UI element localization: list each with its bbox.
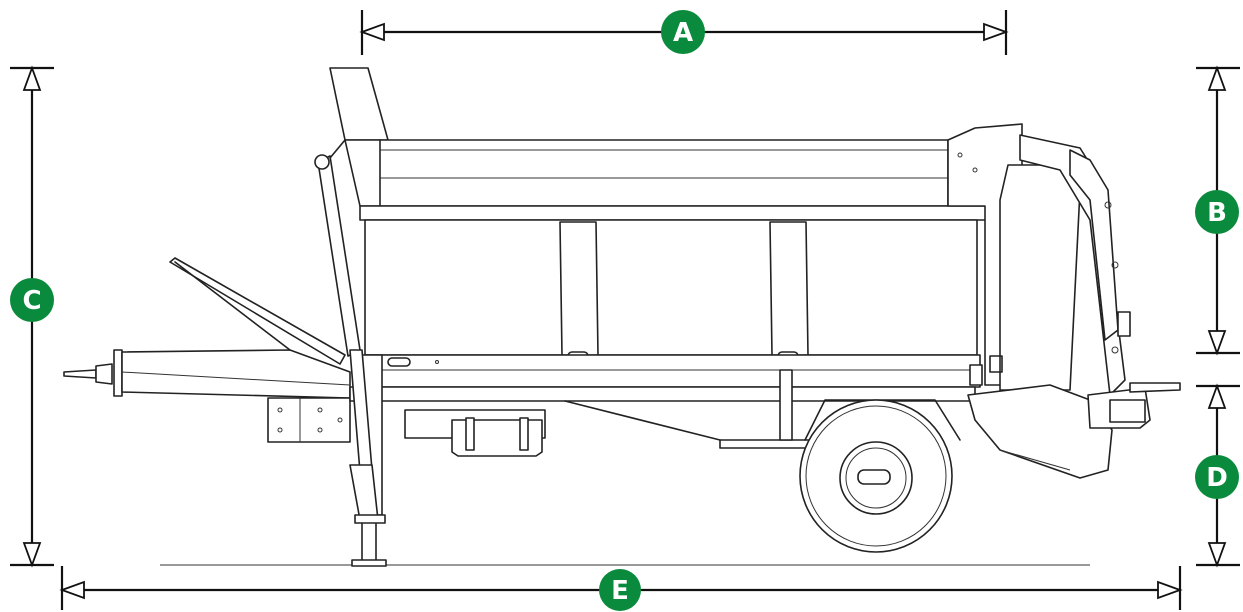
- jack-stand: [349, 464, 387, 567]
- dimension-d-line: [1196, 383, 1240, 568]
- dimension-d-badge: D: [1195, 455, 1239, 499]
- dimension-a-label: A: [673, 18, 693, 48]
- manure-spreader-drawing: [63, 67, 1181, 567]
- dimension-e-badge: E: [599, 569, 641, 611]
- rear-beater-assembly: [947, 123, 1131, 396]
- dimension-d-label: D: [1206, 463, 1228, 493]
- front-shield: [169, 257, 346, 365]
- dimension-badges: A B C D E: [10, 10, 1239, 611]
- front-lift-arm: [314, 67, 389, 357]
- hydraulic-tank: [404, 409, 546, 457]
- dimension-e-label: E: [611, 576, 629, 606]
- dimension-e-badge-circle: [599, 569, 641, 611]
- dimension-lines: [10, 10, 1240, 610]
- dimension-b-badge: B: [1195, 190, 1239, 234]
- dimension-c-badge: C: [10, 278, 54, 322]
- dimension-d-badge-circle: [1195, 455, 1239, 499]
- spreader-box: [344, 139, 996, 388]
- wheel: [799, 399, 961, 553]
- dimension-b-label: B: [1207, 198, 1227, 228]
- rear-discharge: [967, 382, 1181, 479]
- dimension-a-badge: A: [661, 10, 705, 54]
- dimension-a-badge-circle: [661, 10, 705, 54]
- hitch-tongue: [63, 349, 351, 399]
- dimension-b-badge-circle: [1195, 190, 1239, 234]
- dimension-c-badge-circle: [10, 278, 54, 322]
- dimension-c-label: C: [22, 286, 41, 316]
- front-gearbox: [267, 397, 351, 443]
